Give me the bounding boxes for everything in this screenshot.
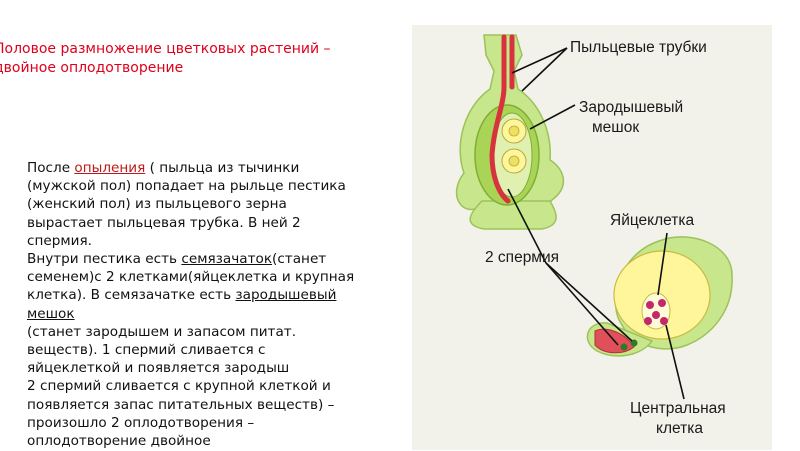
pointer-line xyxy=(657,232,668,296)
text-line: веществ). 1 спермий сливается с xyxy=(27,342,266,359)
label-embryo-sac-2: мешок xyxy=(592,119,639,136)
nucleus xyxy=(658,299,666,307)
term-ovule: семязачаток xyxy=(181,251,273,268)
text-fragment: После xyxy=(27,160,75,176)
ovule-detail xyxy=(586,236,733,357)
title-line-1: Половое размножение цветковых растений – xyxy=(0,41,331,57)
text-line: спермия. xyxy=(27,232,92,249)
label-embryo-sac-1: Зародышевый xyxy=(579,99,683,116)
sperm-cell xyxy=(630,339,638,347)
text-line: яйцеклеткой и появляется зародыш xyxy=(27,360,290,377)
nucleus-upper xyxy=(508,125,520,137)
text-line: (станет зародышем и запасом питат. xyxy=(27,323,297,340)
body-text: После опыления ( пыльца из тычинки (мужс… xyxy=(27,159,407,450)
text-fragment: клетка). В семязачатке есть xyxy=(27,287,236,304)
pointer-lines xyxy=(507,47,685,400)
pointer-line xyxy=(545,262,619,346)
text-line: Внутри пестика есть семязачаток(станет xyxy=(27,250,407,268)
title-line-2: двойное оплодотворение xyxy=(0,60,184,76)
label-central-cell-2: клетка xyxy=(656,420,703,437)
slide-title: Половое размножение цветковых растений –… xyxy=(0,40,394,78)
text-line: клетка). В семязачатке есть зародышевый xyxy=(27,286,407,304)
term-embryo-sac-2: мешок xyxy=(27,305,75,322)
pollen-tube-1 xyxy=(489,34,511,204)
text-fragment: (станет xyxy=(272,251,327,268)
nucleus xyxy=(660,317,668,325)
text-line: появляется запас питательных веществ) – xyxy=(27,396,335,413)
sperm-cell xyxy=(620,343,628,351)
pointer-line xyxy=(529,104,576,130)
text-fragment: Внутри пестика есть xyxy=(27,251,182,268)
text-line: произошло 2 оплодотворения – xyxy=(27,414,255,431)
label-sperms: 2 спермия xyxy=(485,249,559,266)
fertilization-diagram: Пыльцевые трубки Зародышевый мешок Яйцек… xyxy=(412,25,772,450)
text-line: (мужской пол) попадает на рыльце пестика xyxy=(27,178,346,195)
label-central-cell-1: Центральная xyxy=(630,400,726,417)
pollination-link[interactable]: опыления xyxy=(74,160,146,176)
pointer-line xyxy=(521,47,568,92)
text-fragment: ( пыльца из тычинки xyxy=(145,160,300,176)
pistil-illustration xyxy=(455,34,565,230)
fertilization-figure: Пыльцевые трубки Зародышевый мешок Яйцек… xyxy=(412,25,772,450)
pointer-line xyxy=(545,262,633,342)
figure-background xyxy=(412,25,772,450)
nucleus xyxy=(646,301,654,309)
term-embryo-sac: зародышевый xyxy=(235,287,337,304)
nucleus xyxy=(644,317,652,325)
pointer-line xyxy=(507,188,547,264)
nucleus xyxy=(652,311,660,319)
text-line: мешок xyxy=(27,305,407,323)
text-line: семенем)с 2 клетками(яйцеклетка и крупна… xyxy=(27,269,355,286)
text-line: После опыления ( пыльца из тычинки xyxy=(27,159,407,177)
text-line: 2 спермий сливается с крупной клеткой и xyxy=(27,378,331,395)
text-line: оплодотворение двойное xyxy=(27,433,211,450)
text-line: (женский пол) из пыльцевого зерна xyxy=(27,196,287,213)
text-line: вырастает пыльцевая трубка. В ней 2 xyxy=(27,214,301,231)
pointer-line xyxy=(665,324,685,400)
label-egg-cell: Яйцеклетка xyxy=(610,212,695,229)
label-pollen-tubes: Пыльцевые трубки xyxy=(570,39,707,56)
pistil-base xyxy=(469,200,557,230)
pointer-line xyxy=(511,47,568,74)
nucleus-lower xyxy=(508,155,520,167)
